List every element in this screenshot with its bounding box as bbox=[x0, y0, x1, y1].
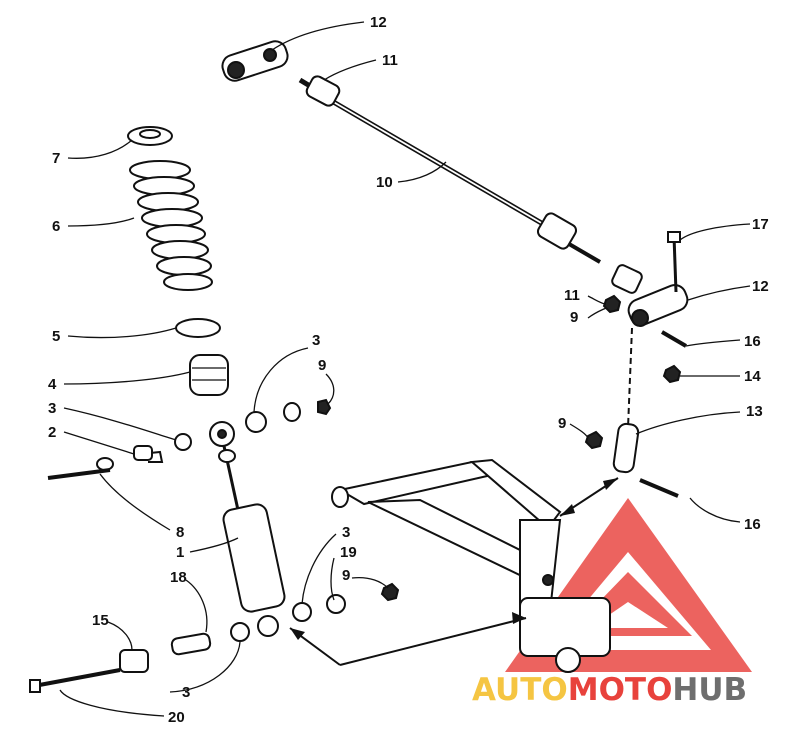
callout-16-lower: 16 bbox=[744, 516, 761, 533]
callout-4: 4 bbox=[48, 376, 57, 393]
a-arm bbox=[289, 458, 611, 673]
callout-11-right: 11 bbox=[564, 287, 580, 304]
callout-11-top: 11 bbox=[382, 52, 398, 69]
callout-14: 14 bbox=[744, 368, 761, 385]
callout-6: 6 bbox=[52, 218, 60, 235]
callout-9-mid: 9 bbox=[342, 567, 350, 584]
callout-2: 2 bbox=[48, 424, 56, 441]
callout-5: 5 bbox=[52, 328, 60, 345]
watermark-text: AUTOMOTOHUB bbox=[472, 672, 747, 708]
callout-15: 15 bbox=[92, 612, 109, 629]
callout-labels: 12 11 10 7 6 5 4 3 2 8 1 3 9 18 15 3 20 … bbox=[48, 14, 769, 726]
callout-18: 18 bbox=[170, 569, 187, 586]
callout-8: 8 bbox=[176, 524, 184, 541]
callout-7: 7 bbox=[52, 150, 60, 167]
callout-20: 20 bbox=[168, 709, 185, 726]
tie-rod-assembly bbox=[221, 40, 689, 384]
callout-9-lower: 9 bbox=[558, 415, 566, 432]
svg-text:AUTOMOTOHUB: AUTOMOTOHUB bbox=[472, 672, 747, 708]
callout-9-right: 9 bbox=[570, 309, 578, 326]
leader-lines bbox=[59, 21, 751, 717]
watermark-word-auto: AUTO bbox=[472, 672, 568, 708]
callout-3-left: 3 bbox=[48, 400, 56, 417]
watermark-word-moto: MOTO bbox=[568, 672, 673, 708]
callout-1: 1 bbox=[176, 544, 184, 561]
callout-3-mid: 3 bbox=[342, 524, 350, 541]
callout-12-right: 12 bbox=[752, 278, 769, 295]
watermark-word-hub: HUB bbox=[672, 672, 747, 708]
callout-10: 10 bbox=[376, 174, 393, 191]
callout-12-top: 12 bbox=[370, 14, 387, 31]
shock-spring-assembly bbox=[29, 126, 400, 693]
callout-3-bottom: 3 bbox=[182, 684, 190, 701]
callout-16-upper: 16 bbox=[744, 333, 761, 350]
callout-13: 13 bbox=[746, 403, 763, 420]
callout-3-upper: 3 bbox=[312, 332, 320, 349]
steering-link-assembly bbox=[559, 327, 679, 517]
callout-9-upper: 9 bbox=[318, 357, 326, 374]
callout-17: 17 bbox=[752, 216, 769, 233]
callout-19: 19 bbox=[340, 544, 357, 561]
